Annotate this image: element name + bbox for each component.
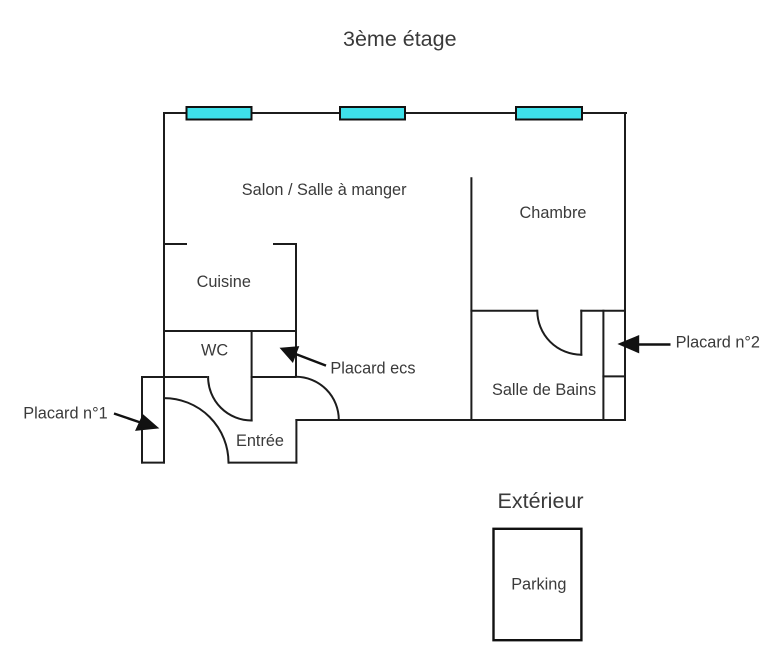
svg-text:Parking: Parking	[511, 576, 566, 594]
svg-text:Salon / Salle à manger: Salon / Salle à manger	[242, 181, 407, 199]
svg-text:Cuisine: Cuisine	[197, 273, 251, 291]
svg-text:Placard n°2: Placard n°2	[676, 334, 760, 352]
svg-text:Placard n°1: Placard n°1	[23, 405, 107, 423]
svg-text:WC: WC	[201, 342, 228, 360]
svg-text:Entrée: Entrée	[236, 432, 284, 450]
svg-text:Extérieur: Extérieur	[498, 489, 584, 513]
svg-text:Placard ecs: Placard ecs	[330, 360, 415, 378]
svg-text:Salle de Bains: Salle de Bains	[492, 381, 596, 399]
svg-text:Chambre: Chambre	[520, 204, 587, 222]
svg-text:3ème étage: 3ème étage	[343, 27, 457, 51]
